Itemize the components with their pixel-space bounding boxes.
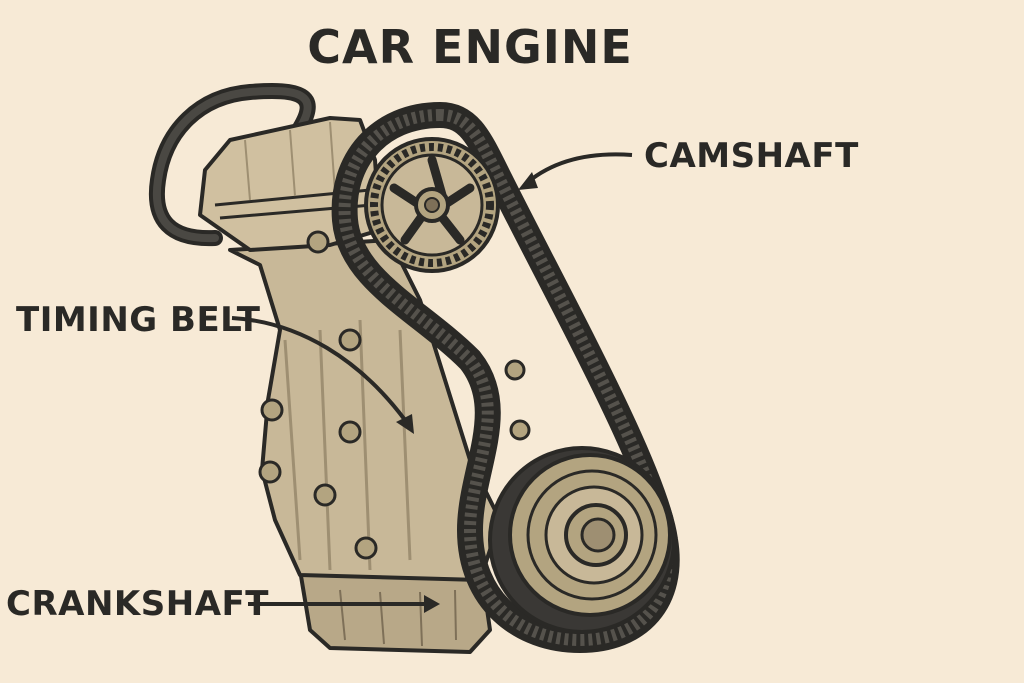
camshaft-leader [518, 152, 633, 190]
diagram-title: CAR ENGINE [307, 20, 633, 74]
crankshaft-pulley [488, 446, 676, 634]
camshaft-label: CAMSHAFT [644, 136, 859, 176]
timing-belt [331, 102, 680, 653]
timing-belt-label: TIMING BELT [16, 300, 261, 340]
timing-belt-leader [231, 316, 414, 434]
crankshaft-label: CRANKSHAFT [6, 584, 269, 624]
crankshaft-leader [248, 595, 440, 613]
camshaft-gear [364, 137, 500, 273]
